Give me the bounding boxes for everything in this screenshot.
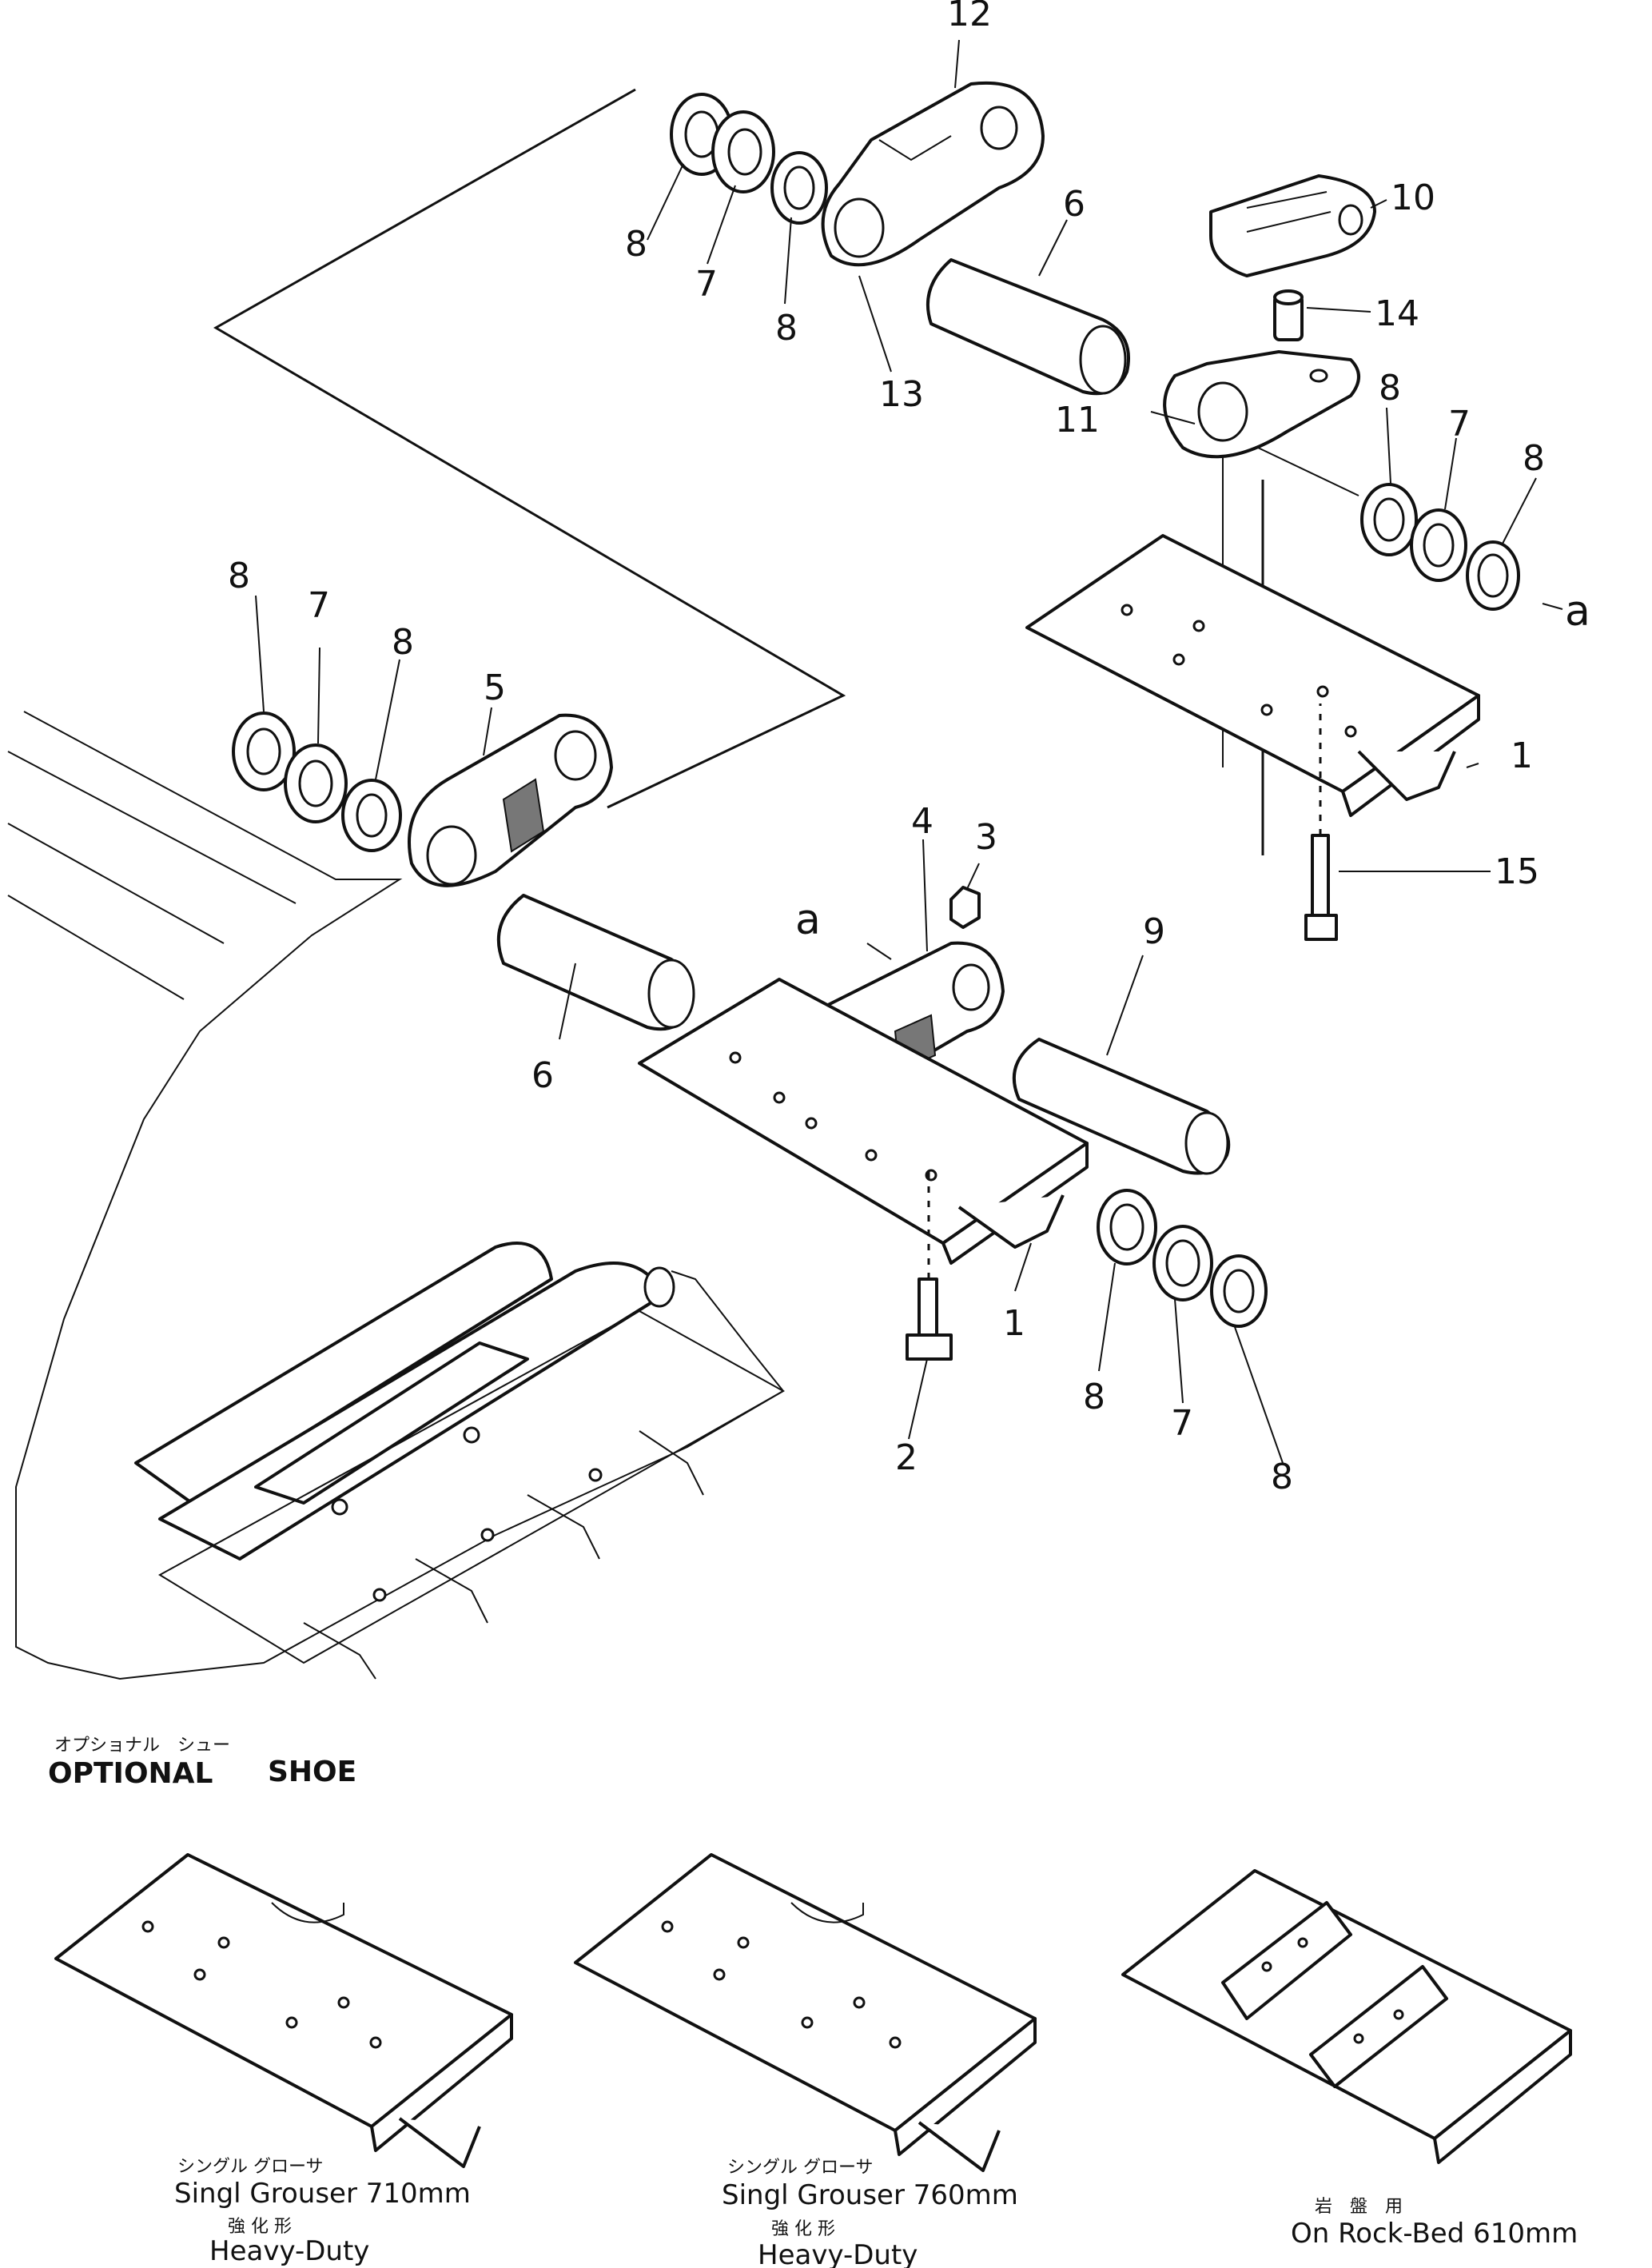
shoe-760-sub: Heavy-Duty <box>758 2239 918 2268</box>
callout-8-left-b: 8 <box>392 622 414 663</box>
nut-3 <box>949 886 981 929</box>
callout-13: 13 <box>879 374 924 415</box>
shoe-710-jp2: 強 化 形 <box>228 2217 292 2237</box>
half-link-10 <box>1209 174 1376 277</box>
optional-shoe-rock-bed-610 <box>1121 1869 1572 2164</box>
track-shoe-1-middle <box>638 978 1089 1265</box>
shoe-610-jp: 岩 盤 用 <box>1315 2197 1403 2217</box>
shoe-caption-760: シングル グローサ Singl Grouser 760mm 強 化 形 Heav… <box>722 2158 1018 2268</box>
link-5 <box>408 713 613 887</box>
seals-right-upper <box>1360 483 1520 611</box>
callout-7-lower: 7 <box>1171 1403 1193 1444</box>
bolt-2 <box>906 1167 953 1361</box>
callout-12: 12 <box>947 0 992 34</box>
optional-shoe-heading: オプショナル シュー OPTIONAL SHOE <box>48 1736 356 1790</box>
shoe-caption-610: 岩 盤 用 On Rock-Bed 610mm <box>1291 2197 1578 2250</box>
optional-title: OPTIONAL <box>48 1757 213 1790</box>
dowel-pin-14 <box>1273 289 1304 341</box>
shoe-610-label: On Rock-Bed 610mm <box>1291 2218 1578 2250</box>
bushing-seal-7-upper <box>670 93 828 225</box>
callout-7-upper-left: 7 <box>695 264 718 305</box>
callout-6-upper: 6 <box>1063 184 1085 225</box>
callout-1-middle: 1 <box>1003 1303 1025 1344</box>
bolt-15 <box>1304 704 1338 941</box>
callout-10: 10 <box>1391 177 1435 218</box>
master-link-11 <box>1163 350 1360 459</box>
optional-shoe-jp: オプショナル シュー <box>54 1736 230 1756</box>
callout-14: 14 <box>1375 293 1419 334</box>
callout-5: 5 <box>484 668 506 708</box>
shoe-710-label: Singl Grouser 710mm <box>174 2178 471 2210</box>
callout-7-upper-right: 7 <box>1448 404 1471 444</box>
callout-9: 9 <box>1143 911 1165 952</box>
shoe-caption-710: シングル グローサ Singl Grouser 710mm 強 化 形 Heav… <box>174 2157 471 2267</box>
track-shoe-1-upper <box>1025 534 1480 817</box>
leader-lines <box>255 39 1563 1464</box>
callout-3: 3 <box>975 817 997 858</box>
callout-labels: 12 10 14 13 11 6 8 7 8 8 7 8 a 8 7 8 5 1… <box>228 0 1590 1497</box>
callout-15: 15 <box>1495 851 1539 892</box>
optional-shoe-grouser-760 <box>574 1853 1037 2172</box>
shoe-760-jp: シングル グローサ <box>727 2158 874 2178</box>
callout-8-upper-left: 8 <box>625 224 647 265</box>
callout-a-upper: a <box>1565 588 1590 636</box>
callout-6-middle: 6 <box>531 1055 554 1096</box>
shoe-title: SHOE <box>268 1756 356 1788</box>
callout-2: 2 <box>895 1437 918 1478</box>
shoe-710-jp: シングル グローサ <box>177 2157 324 2177</box>
callout-8-lower-b: 8 <box>1271 1457 1293 1497</box>
callout-7-left: 7 <box>308 585 330 626</box>
callout-a-middle: a <box>795 896 821 944</box>
callout-8-upper-right-a: 8 <box>1379 368 1401 409</box>
optional-shoe-grouser-710 <box>54 1853 513 2168</box>
pin-6-upper <box>926 258 1130 396</box>
seals-left-middle <box>232 711 402 852</box>
bushing-9 <box>1012 1038 1231 1175</box>
shoe-710-sub: Heavy-Duty <box>209 2235 369 2267</box>
callout-8-upper-mid: 8 <box>775 308 798 349</box>
callout-8-left-a: 8 <box>228 556 250 596</box>
callout-8-lower-a: 8 <box>1083 1377 1105 1417</box>
seals-right-middle <box>1097 1189 1268 1328</box>
master-link-12 <box>821 81 1045 267</box>
callout-8-upper-right-b: 8 <box>1523 438 1545 479</box>
pin-6-middle <box>496 894 695 1031</box>
callout-4: 4 <box>911 801 933 842</box>
assembled-track-chain <box>7 711 786 1680</box>
shoe-760-label: Singl Grouser 760mm <box>722 2179 1018 2211</box>
callout-11: 11 <box>1055 400 1100 440</box>
callout-1-upper: 1 <box>1511 735 1533 776</box>
shoe-760-jp2: 強 化 形 <box>771 2219 835 2239</box>
